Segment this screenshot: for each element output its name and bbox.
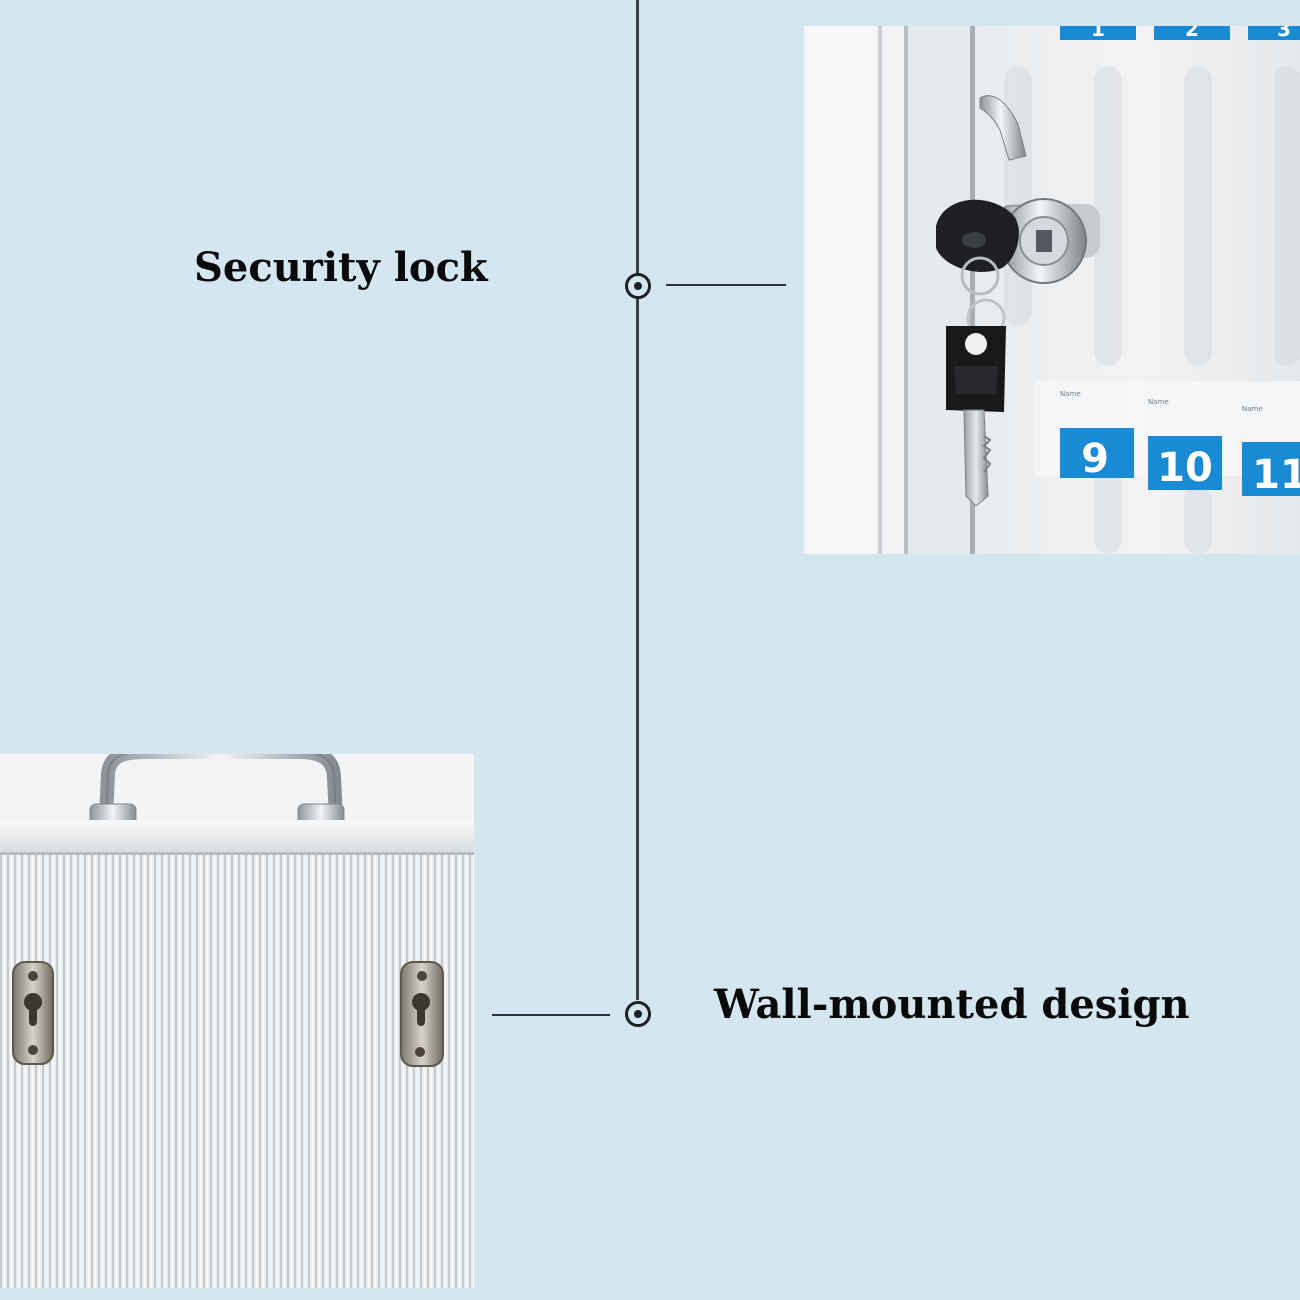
key-icon bbox=[936, 199, 1019, 507]
timeline-node-icon bbox=[625, 273, 651, 299]
leader-line-wall-mounted bbox=[492, 1014, 610, 1016]
key-tag-row-top: 1 2 3 bbox=[1060, 26, 1300, 41]
feature-caption-security-lock: Security lock bbox=[194, 244, 488, 291]
key-tag-number: 9 bbox=[1081, 436, 1109, 482]
keyhole-bracket-icon bbox=[400, 961, 444, 1067]
key-tag-number: 10 bbox=[1157, 445, 1213, 491]
security-lock-illustration: 1 2 3 Name Name Name 9 10 11 bbox=[804, 26, 1300, 554]
cam-lock-icon bbox=[979, 95, 1100, 284]
security-lock-photo: 1 2 3 Name Name Name 9 10 11 bbox=[804, 26, 1300, 554]
leader-line-security-lock bbox=[666, 284, 786, 286]
wall-mounted-photo bbox=[0, 754, 474, 1288]
key-tag-number: 2 bbox=[1185, 26, 1199, 41]
feature-caption-wall-mounted: Wall-mounted design bbox=[714, 981, 1190, 1028]
key-tag-number: 3 bbox=[1277, 26, 1291, 41]
keyhole-bracket-icon bbox=[12, 961, 54, 1065]
key-tag-number: 11 bbox=[1252, 452, 1300, 498]
timeline-spine bbox=[636, 0, 639, 1000]
key-tag-label: Name bbox=[1148, 398, 1169, 406]
key-tag-number: 1 bbox=[1091, 26, 1105, 41]
timeline-node-icon bbox=[625, 1001, 651, 1027]
key-tag-label: Name bbox=[1242, 405, 1263, 413]
key-tag-row-bottom: Name Name Name 9 10 11 bbox=[1060, 390, 1300, 498]
key-tag-label: Name bbox=[1060, 390, 1081, 398]
wall-mounted-illustration bbox=[0, 754, 474, 1288]
